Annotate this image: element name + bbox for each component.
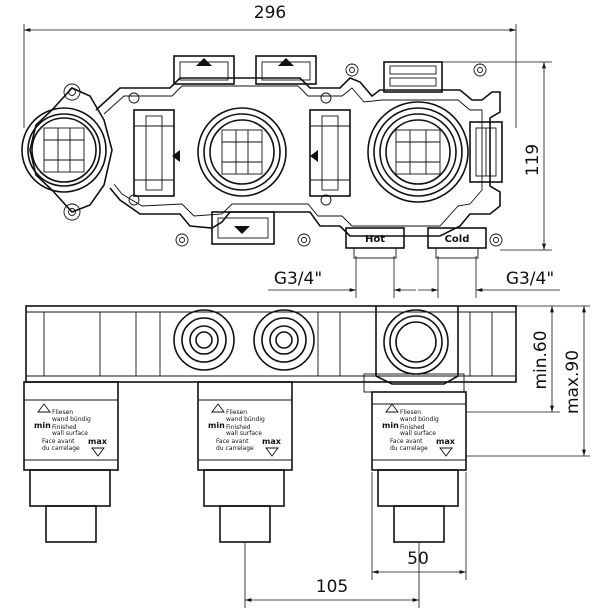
left-line1: Fliesen [52, 409, 73, 416]
center-min: min [208, 421, 225, 430]
dimension-max90: max.90 [466, 306, 590, 457]
right-line3: Finished [400, 424, 425, 431]
max90-label: max.90 [563, 350, 583, 414]
cartridge-center: min max Fliesen wand bündig Finished wal… [197, 381, 293, 543]
cartridge-left: min max Fliesen wand bündig Finished wal… [23, 381, 119, 543]
valve-body-top: Hot Cold [21, 55, 503, 259]
left-line6: du carrelage [42, 445, 80, 452]
side-view: min max Fliesen wand bündig Finished wal… [23, 305, 590, 608]
cold-label: Cold [445, 234, 470, 245]
hot-label: Hot [365, 234, 385, 245]
thread-cold-label: G3/4" [506, 269, 554, 289]
left-max: max [88, 437, 108, 446]
dimension-105: 105 [244, 542, 420, 608]
left-line4: wall surface [52, 430, 88, 437]
center-max: max [262, 437, 282, 446]
center-line2: wand bündig [226, 416, 265, 423]
right-max: max [436, 437, 456, 446]
right-line4: wall surface [400, 430, 436, 437]
right-line5: Face avant [390, 438, 423, 445]
right-min: min [382, 421, 399, 430]
thread-hot-label: G3/4" [274, 269, 322, 289]
cartridge-right: min max Fliesen wand bündig Finished wal… [371, 391, 467, 543]
center-line4: wall surface [226, 430, 262, 437]
dimension-thread-cold: G3/4" [418, 256, 560, 298]
dimension-thread-hot: G3/4" [268, 256, 416, 298]
min60-label: min.60 [531, 330, 551, 389]
dimension-296-label: 296 [254, 3, 286, 23]
left-line2: wand bündig [52, 416, 91, 423]
dimension-50-label: 50 [407, 549, 429, 569]
right-line6: du carrelage [390, 445, 428, 452]
dimension-105-label: 105 [316, 577, 348, 597]
center-line5: Face avant [216, 438, 249, 445]
left-line3: Finished [52, 424, 77, 431]
center-line3: Finished [226, 424, 251, 431]
left-line5: Face avant [42, 438, 75, 445]
right-line1: Fliesen [400, 409, 421, 416]
dimension-119: 119 [440, 61, 552, 251]
top-view: 296 119 [21, 3, 560, 298]
dimension-min60: min.60 [466, 305, 590, 413]
right-line2: wand bündig [400, 416, 439, 423]
dimension-119-label: 119 [523, 144, 543, 176]
center-line6: du carrelage [216, 445, 254, 452]
left-min: min [34, 421, 51, 430]
center-line1: Fliesen [226, 409, 247, 416]
dimension-296: 296 [23, 3, 517, 128]
